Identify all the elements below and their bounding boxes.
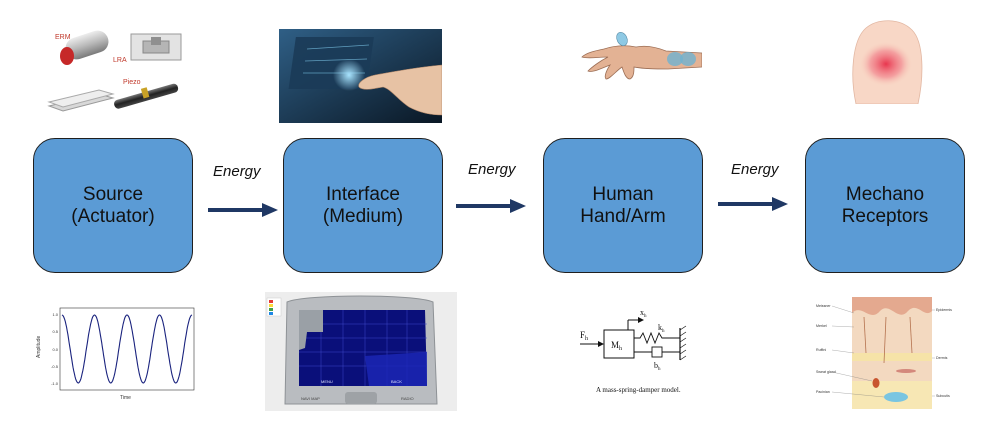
skin-cross-section-image: Meissner Merkel Ruffini Sweat gland Paci…: [814, 293, 974, 413]
mechanoreceptors-box: Mechano Receptors: [805, 138, 965, 273]
piezo-label: Piezo: [123, 79, 141, 86]
lra-label: LRA: [113, 57, 127, 64]
svg-text:1.0: 1.0: [52, 312, 58, 317]
force-label: Fh: [580, 330, 588, 342]
svg-text:0.5: 0.5: [52, 329, 58, 334]
human-hand-arm-box: Human Hand/Arm: [543, 138, 703, 273]
svg-text:-0.5: -0.5: [51, 364, 59, 369]
energy-label-3: Energy: [731, 161, 779, 178]
wave-ylabel: Amplitude: [36, 336, 42, 358]
erm-label: ERM: [55, 34, 71, 41]
mass-spring-damper-diagram: Fh Mh xh kh bh A mass-spring-damper mode…: [578, 302, 704, 398]
piezo-plate-icon: [49, 90, 113, 111]
dashboard-menu-label: MENU: [321, 379, 333, 384]
dashboard-radio-label: RADIO: [401, 396, 414, 401]
sine-wave-plot: Amplitude Time 1.0 0.5 0.0 -0.5 -1.0: [36, 302, 200, 402]
energy-label-2: Energy: [468, 161, 516, 178]
dashboard-heatmap-image: MENU BACK NAVI MAP RADIO: [265, 292, 457, 411]
source-subtitle: (Actuator): [71, 206, 154, 228]
interface-title: Interface: [326, 184, 400, 206]
displacement-label: xh: [640, 308, 647, 319]
damper-icon: [652, 347, 662, 357]
svg-text:Sweat gland: Sweat gland: [816, 370, 836, 374]
interface-medium-box: Interface (Medium): [283, 138, 443, 273]
svg-text:Ruffini: Ruffini: [816, 348, 826, 352]
svg-text:Meissner: Meissner: [816, 304, 831, 308]
svg-text:Epidermis: Epidermis: [936, 308, 952, 312]
hand-arm-image: [578, 27, 702, 95]
energy-arrow-2: [456, 196, 528, 216]
touchscreen-photo: [279, 29, 442, 123]
human-title: Human: [592, 184, 653, 206]
human-subtitle: Hand/Arm: [580, 206, 666, 228]
damper-label: bh: [654, 361, 661, 372]
source-title: Source: [83, 184, 143, 206]
energy-label-1: Energy: [213, 163, 261, 180]
interface-subtitle: (Medium): [323, 206, 403, 228]
lra-icon: [131, 34, 181, 60]
msd-caption: A mass-spring-damper model.: [596, 386, 681, 394]
fingertip-image: [846, 20, 926, 104]
svg-text:Merkel: Merkel: [816, 324, 827, 328]
piezo-rod-icon: [113, 83, 179, 110]
sine-wave-line: [62, 315, 192, 383]
dashboard-back-label: BACK: [391, 379, 402, 384]
svg-text:Pacinian: Pacinian: [816, 390, 830, 394]
actuators-image: ERM LRA Piezo: [45, 28, 185, 120]
svg-text:Subcutis: Subcutis: [936, 394, 950, 398]
svg-text:0.0: 0.0: [52, 347, 58, 352]
dashboard-nav-label: NAVI MAP: [301, 396, 320, 401]
svg-text:-1.0: -1.0: [51, 381, 59, 386]
energy-arrow-3: [718, 194, 790, 214]
spring-icon: [634, 333, 680, 343]
wave-xlabel: Time: [120, 395, 131, 401]
svg-text:Dermis: Dermis: [936, 356, 948, 360]
energy-arrow-1: [208, 200, 280, 220]
mechano-title: Mechano: [846, 184, 924, 206]
mechano-subtitle: Receptors: [842, 206, 929, 228]
source-actuator-box: Source (Actuator): [33, 138, 193, 273]
